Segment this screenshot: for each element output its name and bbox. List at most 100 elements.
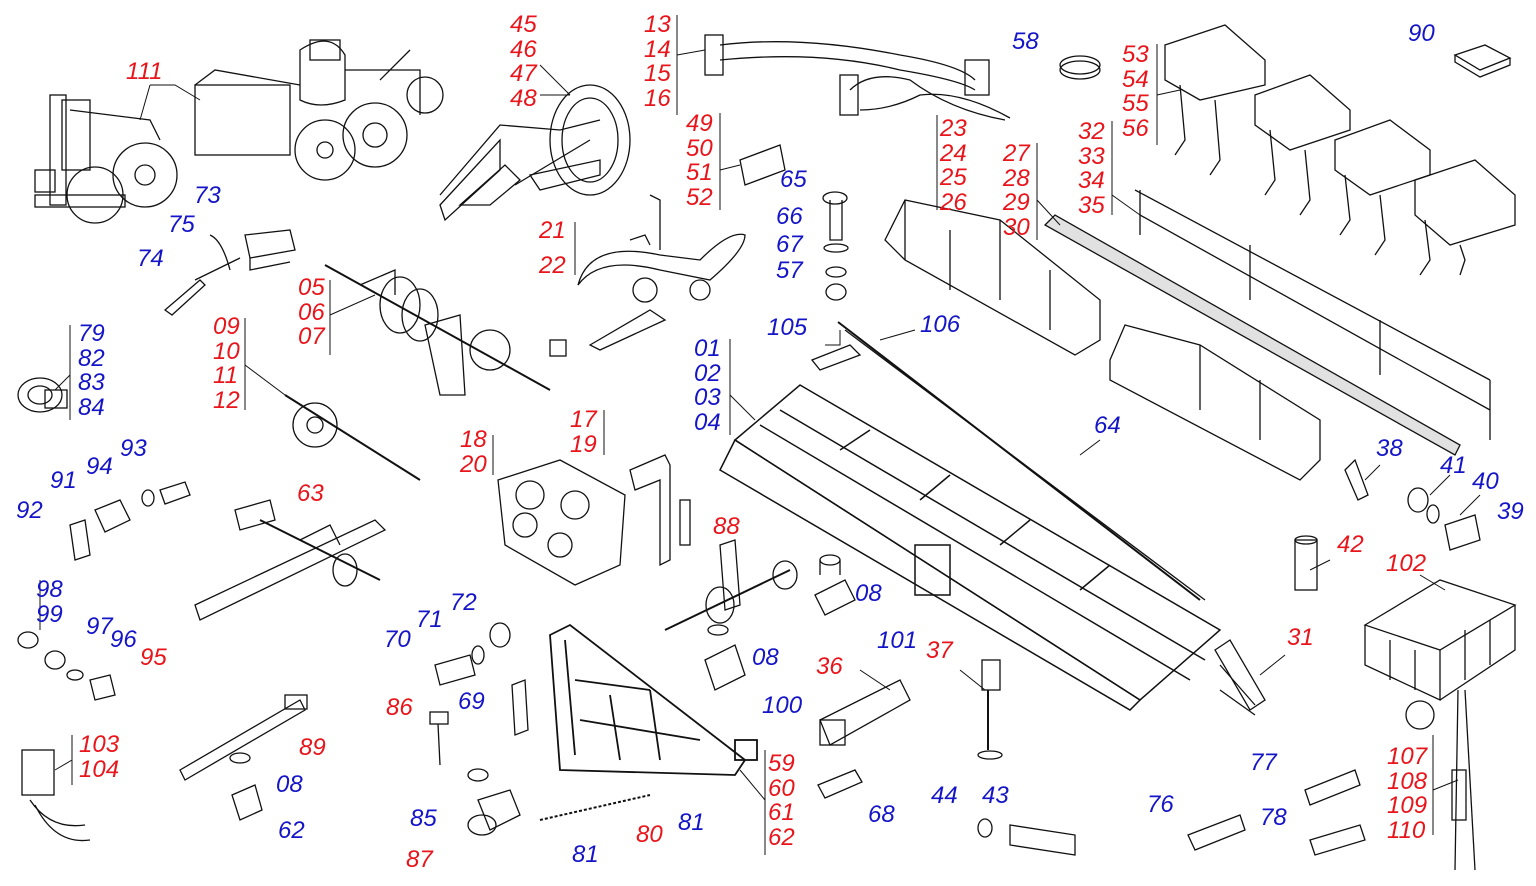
callout-68: 68 [868,801,895,828]
callout-08-b: 08 [752,644,779,671]
callout-26: 26 [940,188,967,216]
callout-group-27-30: 27 28 29 30 [1003,141,1030,240]
callout-74: 74 [137,245,164,272]
callout-21: 21 [539,217,566,244]
callout-18: 18 [460,426,487,453]
callout-106: 106 [920,311,961,338]
monitor-103-illustration [21,749,91,842]
callout-56: 56 [1122,114,1149,142]
callout-73: 73 [194,182,221,209]
callout-group-17-19: 17 19 [570,406,597,457]
callout-64: 64 [1094,412,1121,439]
callout-group-13-16: 13 14 15 16 [644,11,671,112]
safety-chain-80-illustration [539,794,651,821]
callout-40: 40 [1472,468,1499,495]
callout-group-107-110: 107 108 109 110 [1387,743,1428,843]
callout-79: 79 [78,320,105,347]
sleeve-62-illustration [229,752,263,821]
hitch-eye-87-illustration [467,768,521,836]
callout-43: 43 [982,782,1009,809]
railing-32-illustration [1134,189,1491,440]
callout-16: 16 [644,84,671,112]
callout-107: 107 [1387,743,1428,770]
callout-03: 03 [694,384,721,412]
callout-14: 14 [644,35,671,63]
callout-09: 09 [213,313,240,340]
seed-hoppers-illustration [1164,24,1516,276]
callout-20: 20 [460,450,487,478]
callout-group-79-84: 79 82 83 84 [78,320,105,421]
plate-69-illustration [511,679,529,736]
callout-32: 32 [1078,118,1105,145]
callout-81-a: 81 [678,809,705,836]
driveline-88-illustration [664,539,798,631]
callout-group-98-99: 98 99 [36,577,63,628]
callout-97: 97 [86,613,113,640]
label-plate-49-illustration [739,144,786,186]
sleeve-08a-illustration [814,554,856,616]
callout-104: 104 [79,755,120,783]
callout-group-09-12: 09 10 11 12 [213,313,240,414]
callout-33: 33 [1078,142,1105,170]
bracket-36-illustration [819,679,911,746]
callout-71: 71 [416,606,443,633]
callout-08-a: 08 [855,580,882,607]
callout-83: 83 [78,369,105,397]
callout-group-45-48: 45 46 47 48 [510,12,537,111]
callout-17: 17 [570,406,597,433]
callout-06: 06 [298,298,325,326]
callout-84: 84 [78,393,105,421]
callout-57: 57 [776,257,803,284]
callout-76: 76 [1147,791,1174,818]
drive-shaft-illustration [324,264,551,396]
callout-94: 94 [86,453,113,480]
callout-04: 04 [694,408,721,436]
callout-109: 109 [1387,792,1428,820]
callout-group-23-26: 23 24 25 26 [940,116,967,216]
callout-91: 91 [50,467,77,494]
callout-90: 90 [1408,20,1435,47]
callout-44: 44 [931,782,958,809]
tube-42-illustration [1294,535,1318,591]
callout-07: 07 [298,323,325,351]
pin-and-bracket-illustration [163,229,296,316]
serial-plate-43-illustration [977,818,1076,856]
callout-93: 93 [120,435,147,462]
seed-box-23-illustration [884,199,1101,356]
gauge-wheel-illustration [439,84,631,222]
hydraulic-hoses-illustration [704,34,1011,121]
callout-81-b: 81 [572,841,599,868]
callout-28: 28 [1003,164,1030,192]
callout-99: 99 [36,600,63,628]
callout-05: 05 [298,274,325,301]
sleeve-08b-illustration [704,624,746,691]
callout-47: 47 [510,60,537,88]
callout-55: 55 [1122,90,1149,118]
bolt-set-38-illustration [1344,458,1481,551]
callout-105: 105 [767,314,808,341]
callout-60: 60 [768,774,795,802]
callout-12: 12 [213,386,240,414]
planter-unit-illustration [34,94,178,224]
callout-85: 85 [410,805,437,832]
gearbox-18-illustration [497,459,626,586]
jack-stand-37-illustration [977,659,1003,760]
crate-102-illustration [1363,579,1517,702]
chain-link-77-illustration [1304,769,1361,806]
pin-86-illustration [429,711,449,766]
callout-22: 22 [539,252,566,279]
callout-86: 86 [386,694,413,721]
callout-41: 41 [1440,452,1467,479]
callout-10: 10 [213,337,240,365]
bolt-set-91-illustration [69,481,191,561]
planter-unit-hopper-illustration [194,39,444,181]
callout-08-c: 08 [276,771,303,798]
callout-95: 95 [140,644,167,671]
coupler-set-95-illustration [17,631,116,701]
callout-49: 49 [686,110,713,137]
cylinder-89-illustration [179,694,308,781]
callout-13: 13 [644,11,671,38]
callout-53: 53 [1122,41,1149,68]
callout-36: 36 [816,653,843,680]
